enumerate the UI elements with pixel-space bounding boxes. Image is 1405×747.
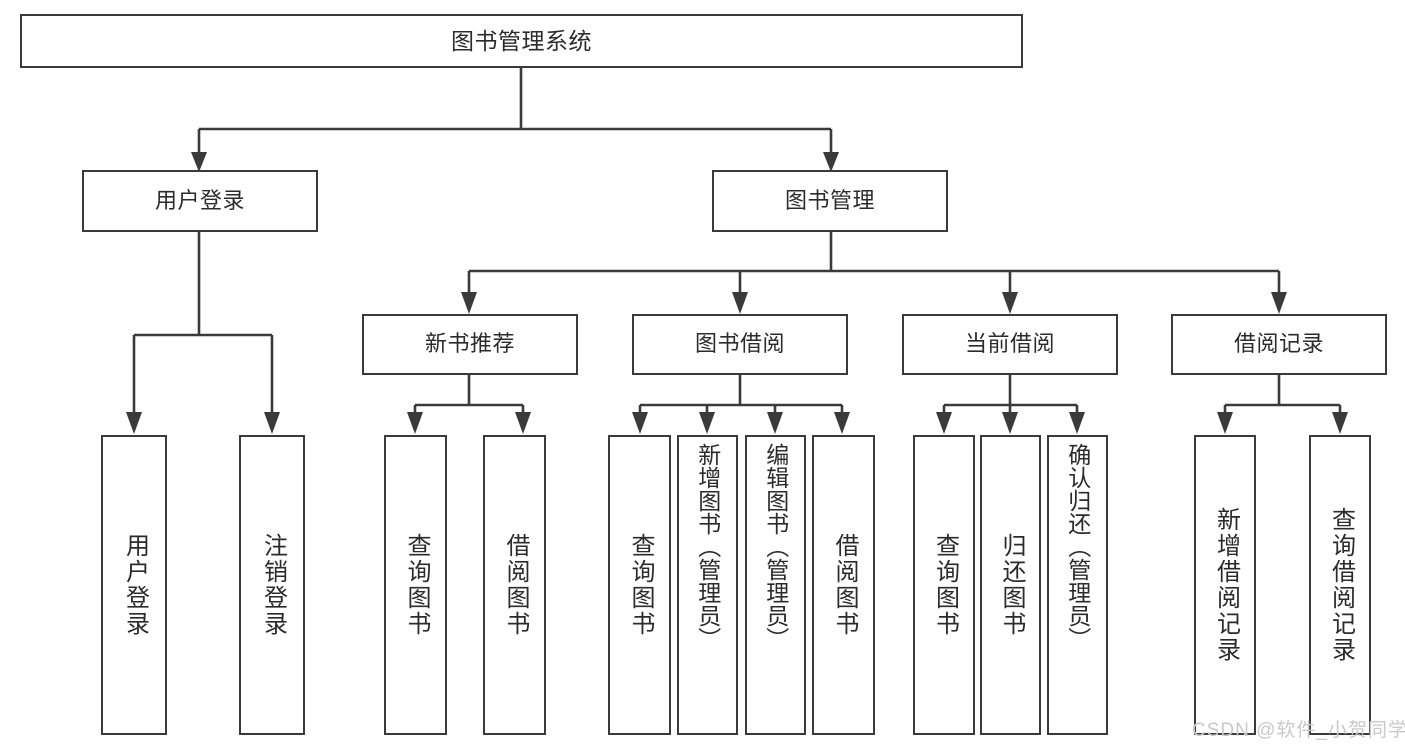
- node-label: 查询图书: [626, 533, 654, 637]
- leaf-borrow-book-1[interactable]: 借阅图书: [483, 435, 546, 735]
- node-book-borrow[interactable]: 图书借阅: [632, 314, 848, 375]
- leaf-logout-login[interactable]: 注销登录: [239, 435, 305, 735]
- node-label: 当前借阅: [964, 331, 1055, 357]
- leaf-confirm-return-admin[interactable]: 确认归还（管理员）: [1047, 435, 1108, 735]
- leaf-query-book-1[interactable]: 查询图书: [384, 435, 447, 735]
- node-book-manage[interactable]: 图书管理: [712, 170, 948, 232]
- node-label: 新书推荐: [424, 331, 515, 357]
- leaf-edit-book-admin[interactable]: 编辑图书（管理员）: [745, 435, 806, 735]
- node-label: 借阅图书: [501, 533, 529, 637]
- node-label: 借阅图书: [830, 533, 858, 637]
- node-label: 用户登录: [154, 187, 245, 213]
- leaf-query-borrow-record[interactable]: 查询借阅记录: [1309, 435, 1371, 735]
- node-label: 图书借阅: [694, 331, 785, 357]
- node-root-system[interactable]: 图书管理系统: [20, 14, 1023, 68]
- csdn-watermark: CSDN @软件_小贺同学: [1192, 720, 1405, 741]
- leaf-add-book-admin[interactable]: 新增图书（管理员）: [677, 435, 738, 735]
- node-label: 新增借阅记录: [1212, 507, 1240, 663]
- node-label: 查询图书: [931, 533, 959, 637]
- node-label: 借阅记录: [1233, 331, 1324, 357]
- node-user-login[interactable]: 用户登录: [82, 170, 318, 232]
- leaf-query-book-3[interactable]: 查询图书: [913, 435, 975, 735]
- node-label: 编辑图书（管理员）: [762, 443, 789, 650]
- node-label: 查询借阅记录: [1327, 507, 1355, 663]
- node-label: 图书管理系统: [451, 27, 592, 54]
- node-current-borrow[interactable]: 当前借阅: [902, 314, 1118, 375]
- node-label: 归还图书: [997, 533, 1025, 637]
- node-label: 新增图书（管理员）: [694, 443, 721, 650]
- node-borrow-record[interactable]: 借阅记录: [1171, 314, 1387, 375]
- leaf-return-book[interactable]: 归还图书: [980, 435, 1041, 735]
- node-label: 确认归还（管理员）: [1064, 443, 1091, 650]
- leaf-user-login[interactable]: 用户登录: [101, 435, 167, 735]
- node-label: 用户登录: [121, 533, 149, 637]
- node-label: 查询图书: [402, 533, 430, 637]
- node-label: 图书管理: [784, 187, 875, 213]
- node-new-book-recommend[interactable]: 新书推荐: [362, 314, 578, 375]
- leaf-query-book-2[interactable]: 查询图书: [608, 435, 671, 735]
- leaf-borrow-book-2[interactable]: 借阅图书: [812, 435, 875, 735]
- node-label: 注销登录: [259, 533, 287, 637]
- leaf-add-borrow-record[interactable]: 新增借阅记录: [1194, 435, 1256, 735]
